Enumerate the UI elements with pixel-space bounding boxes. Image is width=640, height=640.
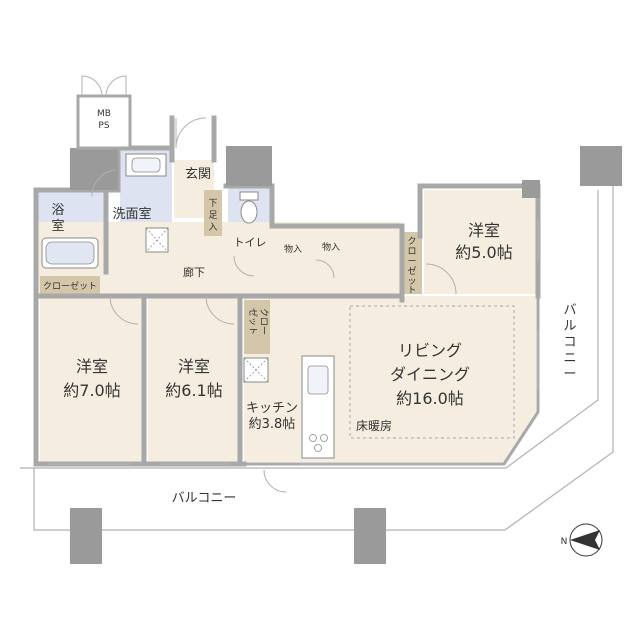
corridor-label: 廊下 [183,265,205,279]
shoe-storage-label-2: 足 [208,210,217,221]
bedroom-left-size: 約7.0帖 [63,381,120,400]
kitchen-counter [301,355,335,459]
storage-2-floor [314,236,348,256]
wash-basin [125,153,167,177]
living-label-3: 約16.0帖 [396,389,464,408]
closet-right-char: ロ [407,247,416,257]
balcony-right-char: バ [563,303,576,318]
bath-label-2: 室 [51,218,64,234]
balcony-door [263,469,287,493]
closet-mid-col: クロー [258,308,269,335]
balcony-right-char: ニ [563,351,576,366]
entrance-door [175,117,207,149]
doors [91,117,457,493]
balcony-outline [20,180,614,531]
closet-right-char: ト [407,286,416,296]
bedroom-small-door [425,263,457,295]
living-label-1: リビング [398,341,462,360]
storage-1-floor [278,238,308,260]
fridge-space [243,357,269,383]
pillar [70,148,118,190]
closet-mid-floor [244,300,270,354]
balcony-right-char: ル [563,319,576,334]
bedroom-mid-name: 洋室 [178,357,210,376]
closet-right-floor [402,232,422,294]
toilet-label: トイレ [234,236,267,249]
compass-icon: N [561,523,603,557]
storage-2-label: 物入 [322,241,340,253]
bedroom-small-floor [424,190,536,294]
shoe-storage-label-3: 入 [208,222,217,233]
compass-north-label: N [561,537,568,547]
bedroom-mid-size: 約6.1帖 [165,381,222,400]
toilet-door [233,255,255,277]
mbps-box [76,94,132,150]
closet-right-label: ク ロ ー ゼ ッ ト [407,236,416,296]
washroom-door [91,169,117,197]
closet-right-char: ク [407,236,416,247]
entrance-label: 玄関 [185,167,211,182]
closet-mid-label: ゼット クロー [247,308,269,335]
windows [48,220,539,465]
floor-heating-zone [349,305,515,439]
closet-right-char: ゼ [407,265,416,277]
balcony-right-char: ー [563,367,576,382]
closet-hall-floor [40,276,100,294]
bedroom-mid-door [205,295,235,325]
pillar [226,146,272,186]
living-label-2: ダイニング [390,365,470,384]
bedroom-small-size: 約5.0帖 [455,243,512,262]
floor-heating-label: 床暖房 [356,418,392,433]
shoe-storage-label-1: 下 [208,199,217,209]
pillar [354,508,386,564]
mbps-label-1: MB [97,109,111,119]
bedroom-left-name: 洋室 [76,357,108,376]
closet-mid-col: ゼット [247,308,259,335]
washroom-label: 洗面室 [112,206,151,222]
mbps-label-2: PS [98,121,109,131]
bedroom-left-door [109,295,139,325]
bedroom-left-floor [40,298,142,462]
balcony-right-char: コ [563,335,576,350]
kitchen-label-2: 約3.8帖 [249,417,296,432]
mbps-doors [81,75,127,97]
balcony-right-label: バ ル コ ニ ー [563,303,576,382]
kitchen-label-1: キッチン [246,401,298,416]
closet-right-char: ー [407,257,416,267]
bedroom-small-name: 洋室 [468,221,500,240]
storage-door [315,259,335,279]
shoe-storage-floor [204,190,222,236]
balcony-bottom-label: バルコニー [172,491,237,506]
pillar [70,508,102,564]
bathtub [41,237,99,269]
storage-1-label: 物入 [284,243,302,255]
bedroom-mid-floor [148,298,238,462]
pillar [522,180,540,198]
pillars [70,146,622,564]
closet-right-char: ッ [407,277,416,287]
closet-hall-label: クローゼット [43,280,97,292]
washing-machine-pan [145,227,169,253]
toilet-fixture [239,191,259,224]
bath-label-1: 浴 [51,203,64,218]
kitchen-sink [307,365,329,395]
pillar [580,146,622,186]
